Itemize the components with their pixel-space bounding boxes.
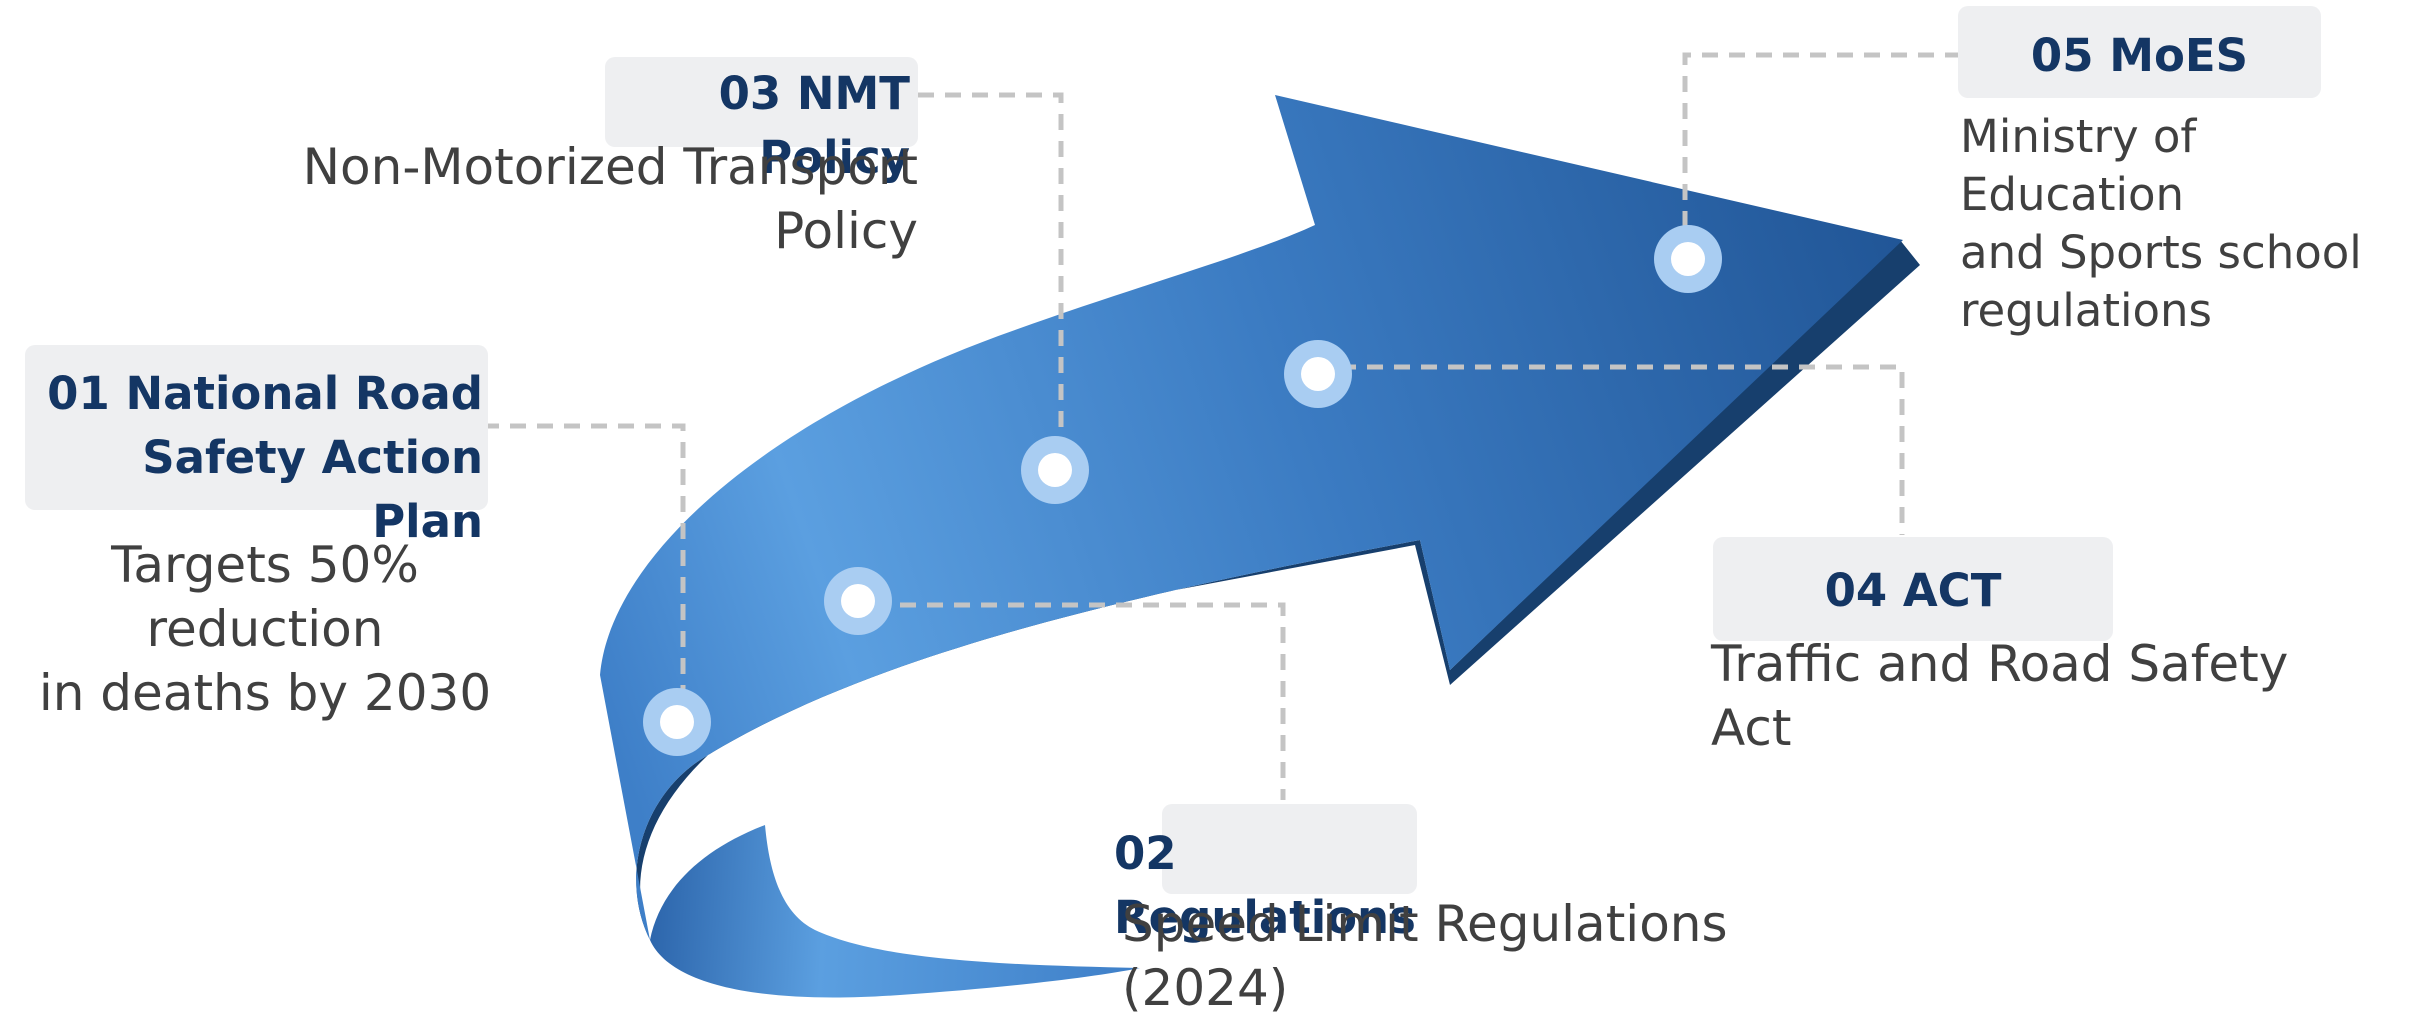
milestone-02-desc-line2: (2024) xyxy=(1122,959,1289,1017)
milestone-05-desc-line2: and Sports school xyxy=(1960,226,2362,279)
marker-01 xyxy=(643,688,711,756)
arrow-body xyxy=(600,95,1903,940)
connector-03 xyxy=(918,92,1064,445)
milestone-01-description: Targets 50% reduction in deaths by 2030 xyxy=(0,533,530,725)
milestone-03-desc-line2: Policy xyxy=(774,202,918,260)
milestone-01-title: 01 National Road Safety Action Plan xyxy=(25,345,488,548)
milestone-01-desc-line2: in deaths by 2030 xyxy=(38,664,492,722)
milestone-04-description: Traffic and Road Safety Act xyxy=(1711,632,2371,760)
marker-02 xyxy=(824,567,892,635)
milestone-05-title: 05 MoES xyxy=(1958,6,2321,98)
connector-05 xyxy=(1682,52,1961,238)
milestone-01-desc-line1: Targets 50% reduction xyxy=(111,536,419,658)
marker-03 xyxy=(1021,436,1089,504)
milestone-03-description: Non-Motorized Transport Policy xyxy=(250,135,918,263)
milestone-01-number: 01 xyxy=(47,367,110,420)
connector-01 xyxy=(375,423,686,705)
milestone-02-title: 02 Regulations xyxy=(1114,804,1417,944)
milestone-02-desc-line1: Speed Limit Regulations xyxy=(1122,895,1728,953)
milestone-04-title: 04 ACT xyxy=(1713,537,2113,641)
arrow-tail xyxy=(650,825,1140,998)
marker-05 xyxy=(1654,225,1722,293)
milestone-03-title-text: NMT Policy xyxy=(759,67,910,184)
milestone-04-number: 04 xyxy=(1824,564,1888,617)
milestone-05-title-text: MoES xyxy=(2109,29,2249,82)
milestone-04-title-text: ACT xyxy=(1902,564,2002,617)
marker-04 xyxy=(1284,340,1352,408)
milestone-05-description: Ministry of Education and Sports school … xyxy=(1960,108,2420,340)
milestone-05-desc-line1: Ministry of Education xyxy=(1960,110,2197,221)
milestone-02-description: Speed Limit Regulations (2024) xyxy=(1122,892,1742,1020)
milestone-05-number: 05 xyxy=(2030,29,2094,82)
milestone-04-desc-line1: Traffic and Road Safety xyxy=(1711,635,2289,693)
milestone-01-title-line1: National Road xyxy=(125,367,483,420)
milestone-02-number: 02 xyxy=(1114,827,1177,880)
milestone-02-title-text: Regulations xyxy=(1114,891,1416,944)
milestone-03-title: 03 NMT Policy xyxy=(605,57,918,184)
milestone-05-desc-line3: regulations xyxy=(1960,284,2213,337)
connector-02 xyxy=(900,602,1286,800)
milestone-03-desc-line1: Non-Motorized Transport xyxy=(302,138,918,196)
milestone-03-number: 03 xyxy=(718,67,782,120)
milestone-04-desc-line2: Act xyxy=(1711,699,1792,757)
milestone-01-title-line2: Safety Action Plan xyxy=(142,431,483,548)
